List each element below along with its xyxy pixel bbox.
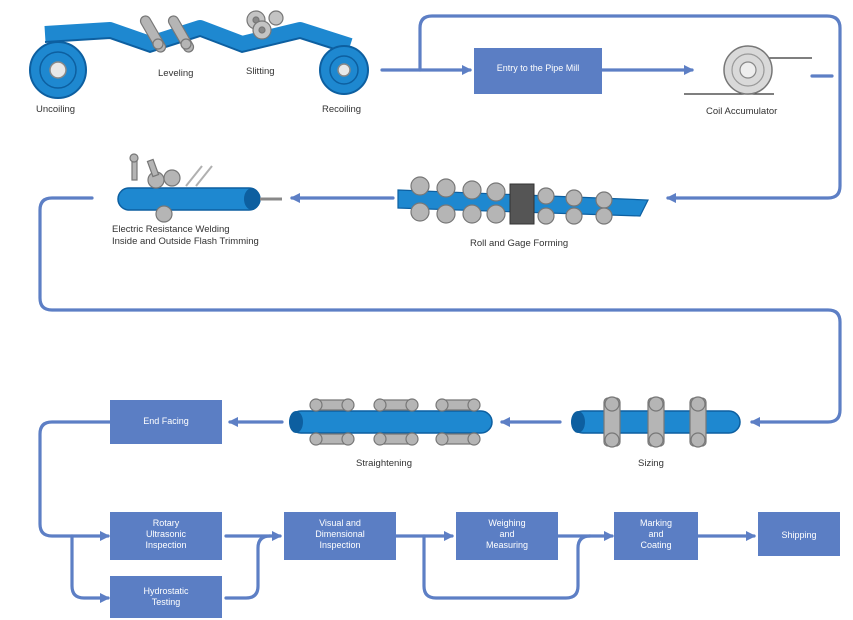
box-text-line: Rotary (153, 518, 180, 528)
box-text-line: Testing (152, 597, 181, 607)
box-text-line: Inspection (145, 540, 186, 550)
box-text-line: Dimensional (315, 529, 365, 539)
label-slitting: Slitting (246, 66, 275, 77)
steel-strip (44, 20, 353, 54)
box-text-line: Coating (640, 540, 671, 550)
slitting-wheels-icon (246, 10, 284, 40)
shipping-box: Shipping (758, 512, 840, 556)
label-coil-accumulator: Coil Accumulator (706, 106, 777, 117)
label-erw-line2: Inside and Outside Flash Trimming (112, 236, 259, 247)
box-text-line: Ultrasonic (146, 529, 187, 539)
end-facing-box: End Facing (110, 400, 222, 444)
roll-forming-illustration (397, 176, 649, 225)
flow-lines (38, 14, 842, 604)
sizing-illustration (571, 396, 741, 448)
erw-illustration (117, 153, 282, 223)
coil-line-illustration (29, 10, 369, 99)
box-text-line: Hydrostatic (143, 586, 189, 596)
flow-weighing-bypass (422, 534, 592, 600)
box-text-line: End Facing (143, 416, 189, 426)
entry-box-text: Entry to the Pipe Mill (497, 63, 580, 73)
label-leveling: Leveling (158, 68, 193, 79)
box-text-line: Marking (640, 518, 672, 528)
box-text-line: Weighing (488, 518, 525, 528)
label-erw-line1: Electric Resistance Welding (112, 224, 230, 235)
box-text-line: and (648, 529, 663, 539)
entry-to-pipe-mill-box: Entry to the Pipe Mill (474, 48, 602, 94)
box-text-line: Entry to the Pipe Mill (497, 63, 580, 73)
straightening-illustration (289, 398, 493, 446)
flow-end-facing-to-rotary (38, 420, 112, 542)
flow-loop-left (38, 196, 842, 428)
shipping-box-text: Shipping (781, 530, 816, 540)
coil-accumulator-icon (684, 45, 812, 95)
recoil-roll (319, 45, 369, 95)
label-sizing: Sizing (638, 458, 664, 469)
box-text-line: Measuring (486, 540, 528, 550)
flow-to-hydrostatic (70, 534, 111, 604)
end-facing-box-text: End Facing (143, 416, 189, 426)
box-text-line: Visual and (319, 518, 361, 528)
label-recoiling: Recoiling (322, 104, 361, 115)
uncoil-roll (29, 41, 87, 99)
label-straightening: Straightening (356, 458, 412, 469)
box-text-line: and (499, 529, 514, 539)
box-text-line: Inspection (319, 540, 360, 550)
leveling-rollers-icon (139, 15, 195, 53)
label-roll-gage-forming: Roll and Gage Forming (470, 238, 568, 249)
flow-loop-top-right (418, 14, 842, 204)
label-uncoiling: Uncoiling (36, 104, 75, 115)
flow-hydro-to-visual (224, 534, 272, 600)
box-text-line: Shipping (781, 530, 816, 540)
